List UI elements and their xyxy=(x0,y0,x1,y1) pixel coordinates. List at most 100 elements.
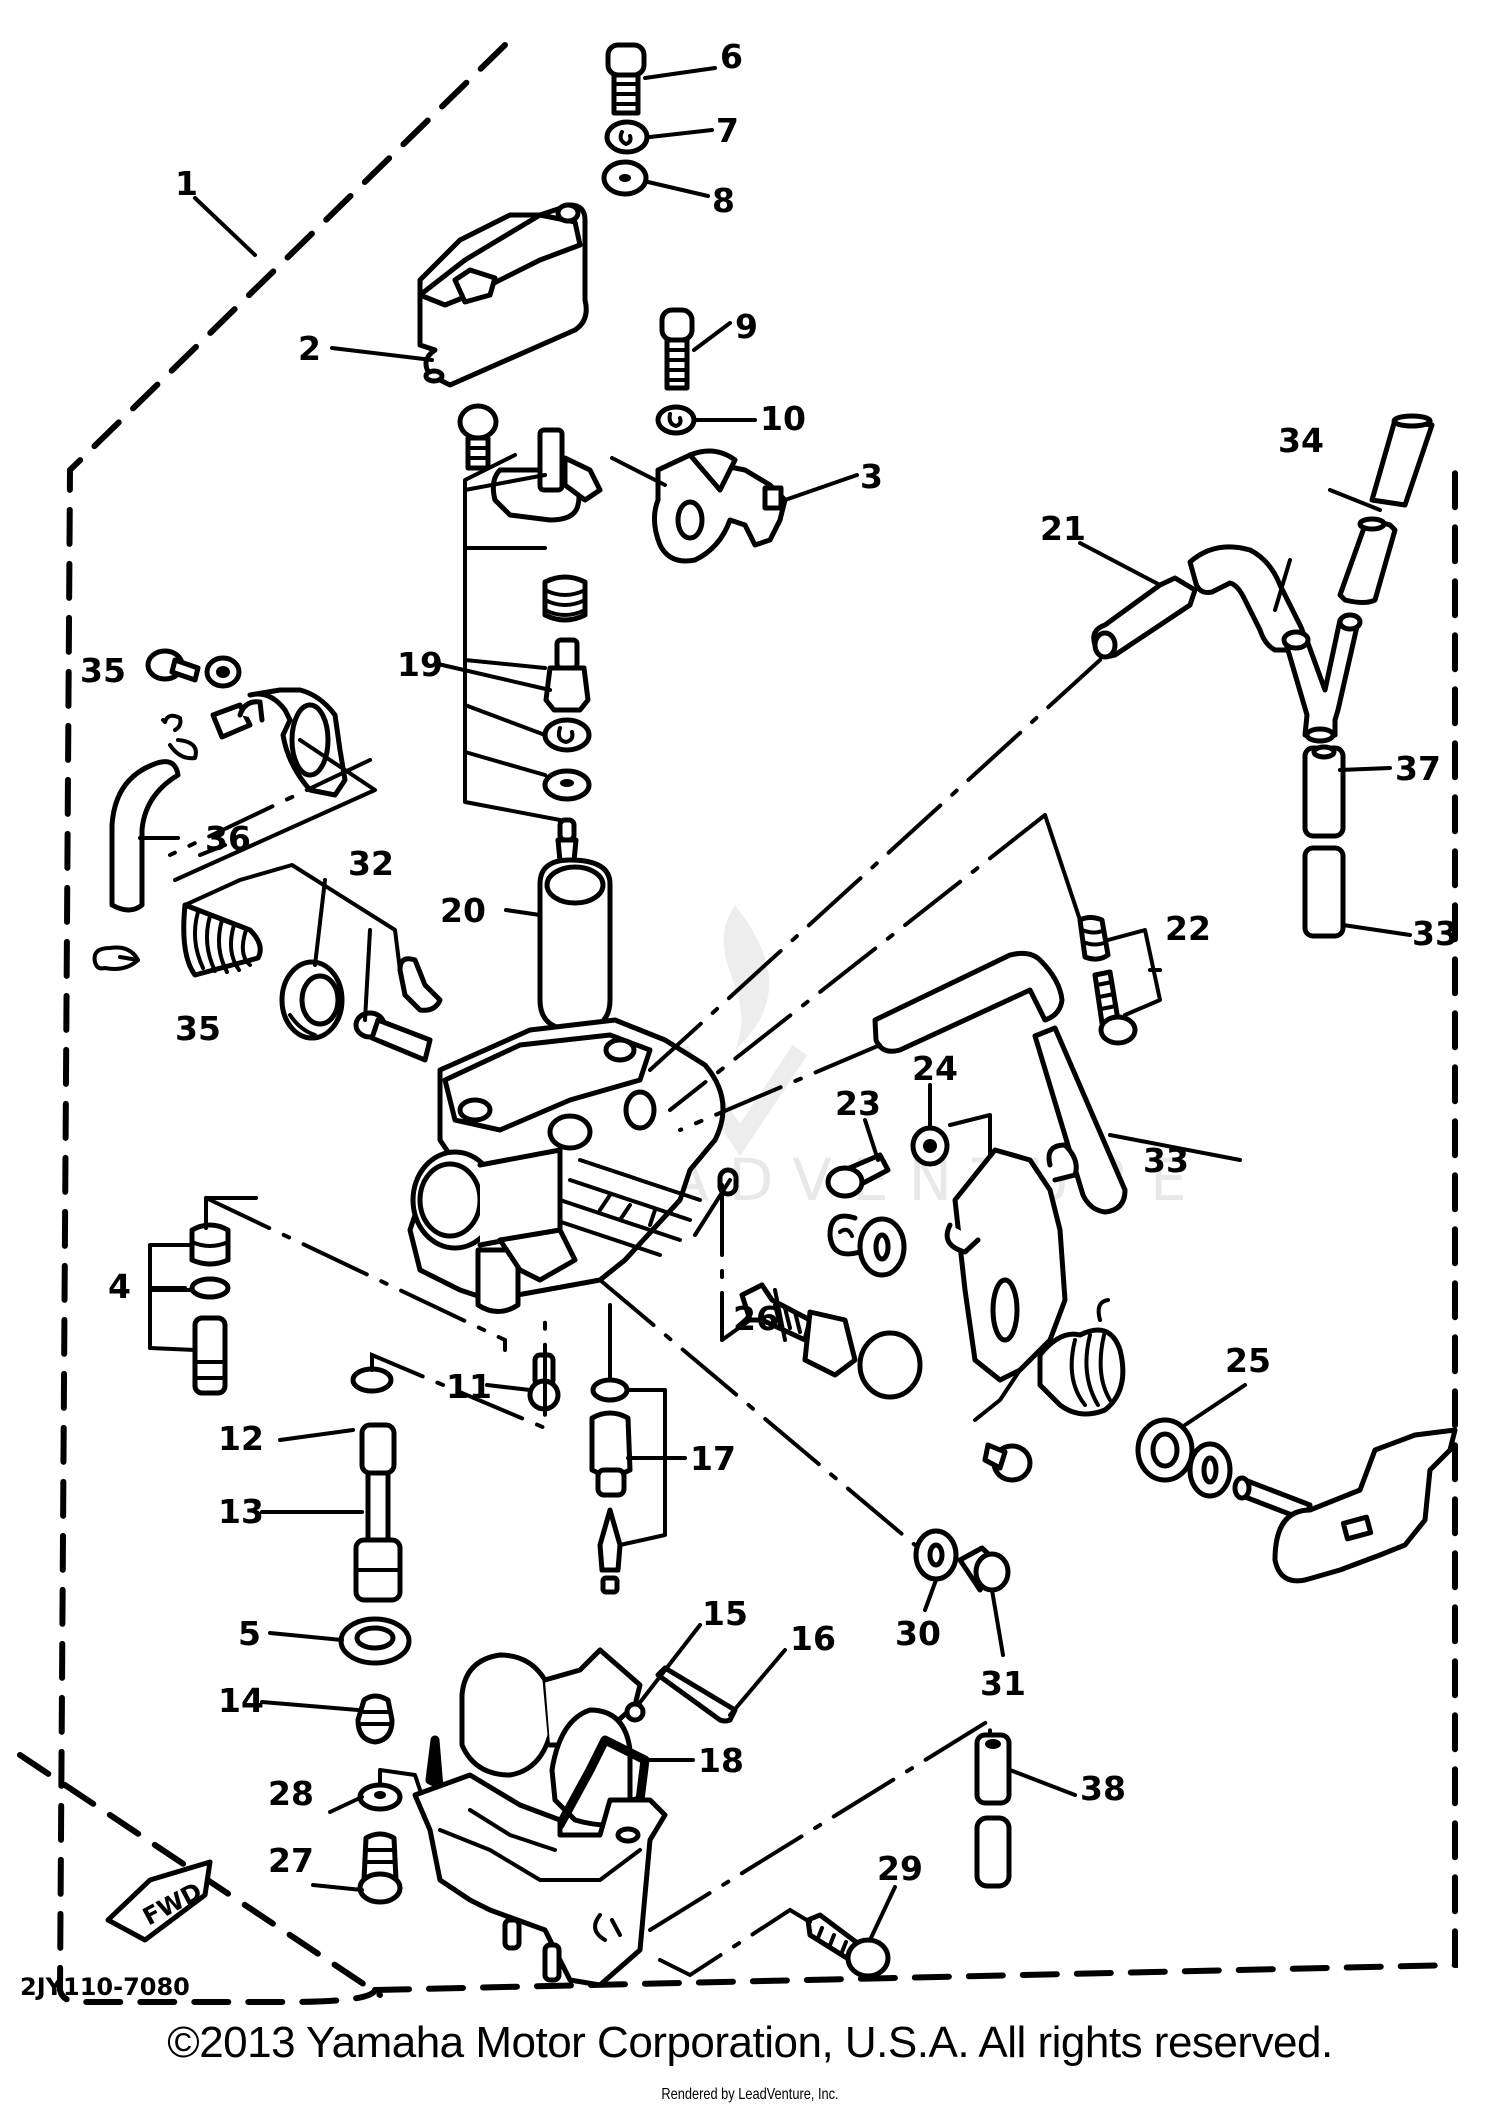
needle-valve-seat-17[interactable] xyxy=(589,1377,633,1498)
needle-17[interactable] xyxy=(597,1507,623,1595)
callout-9[interactable]: 9 xyxy=(735,307,758,346)
washer-throttle[interactable] xyxy=(857,1216,907,1278)
screw-22[interactable] xyxy=(1092,969,1138,1046)
starter-washer[interactable] xyxy=(204,655,242,689)
callout-37[interactable]: 37 xyxy=(1395,749,1441,788)
callout-22[interactable]: 22 xyxy=(1165,909,1211,948)
y-joint-37[interactable] xyxy=(1281,612,1363,744)
washer-5[interactable] xyxy=(338,1616,412,1666)
jet-4-top[interactable] xyxy=(189,1222,231,1267)
carburetor-top-cap-2[interactable] xyxy=(417,202,589,388)
throttle-valve-20[interactable] xyxy=(537,857,613,1033)
hose-38-upper[interactable] xyxy=(974,1732,1012,1806)
washer-30[interactable] xyxy=(913,1528,959,1582)
callout-20[interactable]: 20 xyxy=(440,891,486,930)
oring-4[interactable] xyxy=(189,1276,231,1300)
callout-5[interactable]: 5 xyxy=(238,1614,261,1653)
callout-14[interactable]: 14 xyxy=(218,1681,264,1720)
callout-24[interactable]: 24 xyxy=(912,1049,958,1088)
washer-8[interactable] xyxy=(601,159,649,197)
callout-29[interactable]: 29 xyxy=(877,1849,923,1888)
throttle-lever-bracket-3[interactable] xyxy=(652,448,788,564)
callout-35-bottom[interactable]: 35 xyxy=(175,1009,221,1048)
screw-27[interactable] xyxy=(357,1831,403,1905)
hose-34-lower[interactable] xyxy=(1337,516,1398,605)
pin-16[interactable] xyxy=(655,1665,738,1724)
throttle-spring-coil[interactable] xyxy=(1037,1298,1126,1417)
callout-12[interactable]: 12 xyxy=(218,1419,264,1458)
callout-8[interactable]: 8 xyxy=(712,181,735,220)
jet-4-bottom[interactable] xyxy=(192,1315,228,1396)
hose-36[interactable] xyxy=(109,759,181,913)
callout-36[interactable]: 36 xyxy=(205,819,251,858)
hose-34[interactable] xyxy=(1369,413,1435,508)
callout-10[interactable]: 10 xyxy=(760,399,806,438)
bent-hose[interactable] xyxy=(1187,544,1307,653)
hose-21[interactable] xyxy=(1091,575,1198,660)
spring-32[interactable] xyxy=(181,902,263,978)
float-bowl[interactable] xyxy=(412,1772,668,1988)
callout-31[interactable]: 31 xyxy=(980,1664,1026,1703)
screw-9[interactable] xyxy=(659,307,695,391)
starter-nozzle[interactable] xyxy=(353,1010,433,1063)
callout-34[interactable]: 34 xyxy=(1278,421,1324,460)
callout-15[interactable]: 15 xyxy=(702,1594,748,1633)
callout-1[interactable]: 1 xyxy=(175,164,198,203)
washer-7[interactable] xyxy=(604,119,650,155)
callout-38[interactable]: 38 xyxy=(1080,1769,1126,1808)
main-nozzle-13[interactable] xyxy=(353,1422,403,1603)
callout-28[interactable]: 28 xyxy=(268,1774,314,1813)
screw-31[interactable] xyxy=(957,1545,1011,1593)
nut-24[interactable] xyxy=(910,1125,950,1167)
callout-11[interactable]: 11 xyxy=(446,1367,492,1406)
washer-10[interactable] xyxy=(655,404,697,436)
callout-21[interactable]: 21 xyxy=(1040,509,1086,548)
clip-19[interactable] xyxy=(542,717,592,753)
callout-3[interactable]: 3 xyxy=(860,457,883,496)
washer-25[interactable] xyxy=(1187,1441,1233,1499)
hose-33-center[interactable] xyxy=(1032,1025,1128,1215)
needle-holder-19[interactable] xyxy=(543,637,591,713)
callout-33-right[interactable]: 33 xyxy=(1412,914,1458,953)
cap-bolt[interactable] xyxy=(457,403,499,471)
drain-boss[interactable] xyxy=(475,1227,578,1314)
throttle-bracket[interactable] xyxy=(944,1142,1079,1383)
callout-6[interactable]: 6 xyxy=(720,37,743,76)
starter-bolt[interactable] xyxy=(145,648,201,683)
callout-25[interactable]: 25 xyxy=(1225,1341,1271,1380)
hose-33-right-lower[interactable] xyxy=(1302,845,1346,939)
callout-30[interactable]: 30 xyxy=(895,1614,941,1653)
screw-bracket[interactable] xyxy=(982,1442,1033,1483)
callout-35-top[interactable]: 35 xyxy=(80,651,126,690)
callout-7[interactable]: 7 xyxy=(716,111,739,150)
hose-33-right-upper[interactable] xyxy=(1302,744,1346,839)
washer-19[interactable] xyxy=(542,768,592,802)
callout-4[interactable]: 4 xyxy=(108,1267,131,1306)
hose-38-lower[interactable] xyxy=(974,1815,1012,1889)
callout-23[interactable]: 23 xyxy=(835,1084,881,1123)
throttle-stop-screw-26[interactable] xyxy=(739,1282,923,1400)
overflow-hose[interactable] xyxy=(872,950,1065,1054)
callout-26[interactable]: 26 xyxy=(733,1299,779,1338)
starter-plunger-housing[interactable] xyxy=(210,687,348,798)
air-intake-bore[interactable] xyxy=(410,1147,563,1251)
washer-28[interactable] xyxy=(357,1782,403,1812)
jet-14[interactable] xyxy=(355,1693,395,1745)
spring-19[interactable] xyxy=(542,574,588,623)
callout-27[interactable]: 27 xyxy=(268,1841,314,1880)
callout-17[interactable]: 17 xyxy=(690,1439,736,1478)
spring-22[interactable] xyxy=(1077,915,1111,962)
callout-32[interactable]: 32 xyxy=(348,844,394,883)
starter-plunger-32[interactable] xyxy=(279,959,345,1041)
clamp-35-top[interactable] xyxy=(163,713,198,761)
callout-33-center[interactable]: 33 xyxy=(1143,1141,1189,1180)
collar-25[interactable] xyxy=(1135,1417,1195,1483)
oring-12[interactable] xyxy=(350,1366,394,1394)
throttle-shaft-lever[interactable] xyxy=(1232,1427,1458,1584)
starter-jet-cap[interactable] xyxy=(397,956,443,1013)
clip-e-ring[interactable] xyxy=(827,1213,863,1257)
callout-19[interactable]: 19 xyxy=(397,645,443,684)
screw-6[interactable] xyxy=(605,42,647,116)
callout-18[interactable]: 18 xyxy=(698,1741,744,1780)
callout-2[interactable]: 2 xyxy=(298,329,321,368)
